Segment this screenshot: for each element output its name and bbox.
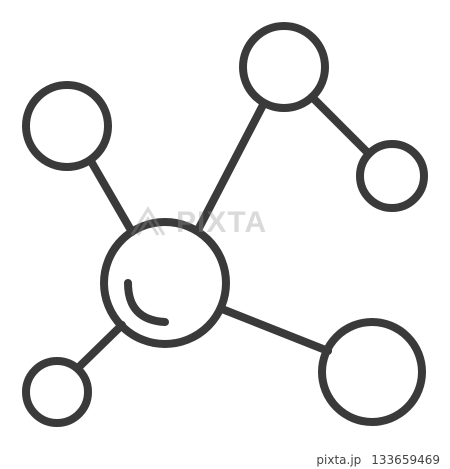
atom-node-center (100, 218, 230, 348)
bond-line (218, 305, 332, 355)
atom-node (356, 140, 428, 212)
footer-brand: pixta.jp (316, 453, 362, 467)
bond-line (76, 321, 126, 370)
highlight-arc (124, 279, 169, 326)
bond-line (88, 159, 136, 236)
bond-line (195, 101, 267, 232)
footer-credit: pixta.jp 133659469 (316, 453, 440, 467)
atom-node (22, 357, 92, 427)
atom-node (318, 318, 426, 426)
watermark-text: PIXTA (176, 206, 268, 239)
watermark: PIXTA (128, 205, 267, 241)
atom-node (22, 81, 112, 171)
footer-bar (0, 447, 450, 469)
atom-node (239, 22, 329, 112)
pixta-logo-icon (130, 206, 166, 236)
bond-line (308, 93, 372, 157)
footer-image-id: 133659469 (371, 453, 440, 467)
